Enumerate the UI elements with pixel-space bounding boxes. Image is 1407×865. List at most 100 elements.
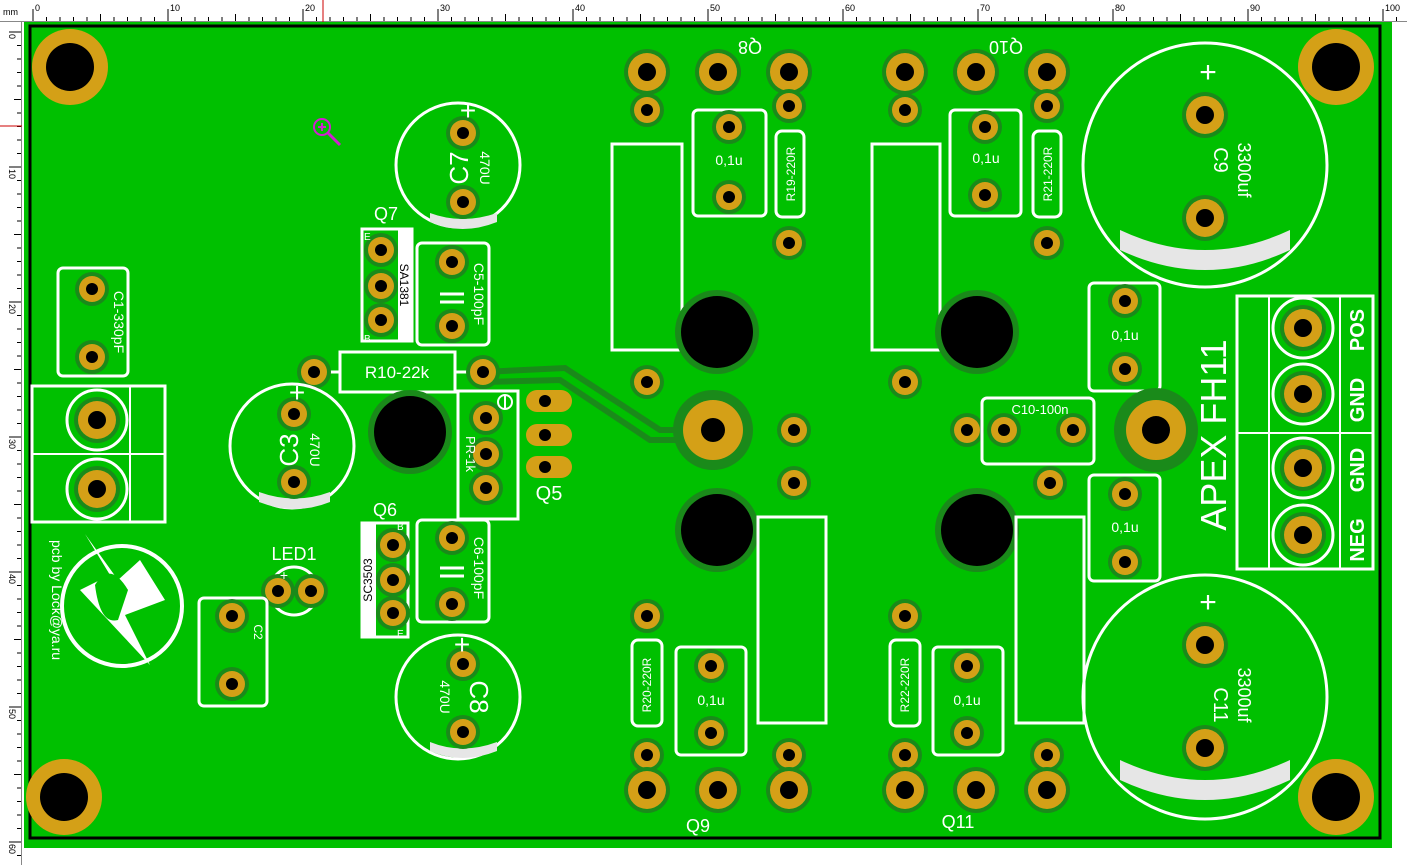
transistor-q6: Q6 B E SC3503: [360, 500, 410, 640]
terminal-gnd: GND: [1347, 378, 1369, 422]
cap-value: 0,1u: [953, 692, 980, 708]
cap-value: 0,1u: [697, 692, 724, 708]
ruler-label: 40: [7, 574, 17, 584]
mounting-hole: [26, 759, 102, 835]
cap-value: 0,1u: [972, 150, 999, 166]
cap-value: 0,1u: [1111, 519, 1138, 535]
ruler-label: 50: [710, 3, 720, 13]
pin-e-label: E: [364, 232, 371, 243]
c11-label: C11: [1209, 687, 1231, 722]
cap-value: 0,1u: [715, 152, 742, 168]
plus-mark: +: [1199, 586, 1217, 619]
q6-part: SC3503: [361, 558, 375, 602]
mounting-hole: [1298, 29, 1374, 105]
r22-label: R22-220R: [898, 657, 912, 712]
ruler-label: 50: [7, 709, 17, 719]
transistor-q11: R22-220R 0,1u Q11: [882, 466, 1086, 832]
c5-label: C5-100pF: [471, 263, 487, 325]
zoom-cursor-icon: [313, 118, 342, 147]
ruler-label: 10: [7, 169, 17, 179]
capacitor-c1: C1-330pF: [56, 266, 130, 378]
capacitor-c11: + C11 3300uf: [1081, 573, 1329, 821]
transistor-q9: R20-220R 0,1u Q9: [624, 413, 828, 836]
capacitor-c5: C5-100pF: [415, 241, 491, 347]
capacitor-c2: C2: [197, 596, 269, 708]
r19-label: R19-220R: [784, 146, 798, 201]
q6-label: Q6: [373, 500, 397, 520]
q9-label: Q9: [686, 816, 710, 836]
c10-label: C10-100n: [1011, 402, 1068, 417]
transistor-q8: Q8 0,1u R19-220R: [610, 37, 812, 399]
ruler-label: 90: [1250, 3, 1260, 13]
capacitor-c7: + C7 470U: [394, 95, 522, 229]
transistor-q5: Q5: [526, 390, 572, 505]
q7-label: Q7: [374, 204, 398, 224]
ruler-label: 20: [305, 3, 315, 13]
capacitor-decoupling-top: 0,1u: [1087, 281, 1162, 393]
via: [675, 488, 759, 572]
q8-label: Q8: [738, 37, 762, 57]
capacitor-c8: + C8 470U: [394, 629, 522, 761]
input-terminal: [30, 384, 167, 524]
c7-value: 470U: [477, 151, 493, 184]
q10-label: Q10: [989, 37, 1023, 57]
c8-label: C8: [464, 680, 494, 713]
author-credit: pcb by Lock@ya.ru: [49, 540, 65, 660]
q5-label: Q5: [536, 483, 563, 505]
c8-value: 470U: [437, 680, 453, 713]
pin-e-label: E: [397, 629, 404, 640]
cap-value: 0,1u: [1111, 327, 1138, 343]
c1-label: C1-330pF: [111, 291, 127, 353]
board-title: APEX FH11: [1193, 339, 1234, 530]
c9-label: C9: [1209, 147, 1231, 173]
plus-mark: +: [289, 377, 305, 408]
plus-mark: +: [1199, 56, 1217, 89]
c9-value: 3300uf: [1234, 142, 1254, 198]
plus-mark: +: [454, 629, 470, 660]
star-ground-pad: [1114, 388, 1198, 472]
terminal-pos: POS: [1347, 309, 1369, 351]
ruler-label: 0: [7, 34, 17, 39]
c2-label: C2: [251, 624, 265, 640]
trimmer-pr: PR-1k: [456, 389, 520, 521]
ruler-left: 0 10 20 30 40 50 60: [0, 22, 22, 865]
plus-mark: +: [280, 567, 288, 583]
ruler-label: 40: [575, 3, 585, 13]
r20-label: R20-220R: [640, 657, 654, 712]
ruler-label: 70: [980, 3, 990, 13]
plus-mark: +: [460, 95, 476, 126]
mounting-hole: [1298, 759, 1374, 835]
terminal-neg: NEG: [1347, 518, 1369, 561]
led1-label: LED1: [271, 544, 316, 564]
via: [935, 290, 1019, 374]
ruler-label: 30: [7, 439, 17, 449]
capacitor-c9: + C9 3300uf: [1081, 41, 1329, 289]
trimmer-pad: [673, 390, 753, 470]
capacitor-c6: C6-100pF: [415, 518, 491, 624]
c11-value: 3300uf: [1234, 667, 1254, 723]
pin-b-label: B: [397, 522, 404, 533]
power-terminal: POS GND GND NEG: [1235, 294, 1375, 571]
ruler-label: 60: [7, 844, 17, 854]
ruler-label: 30: [440, 3, 450, 13]
pin-b-label: B: [364, 334, 371, 345]
led1: LED1 +: [261, 544, 328, 617]
q7-part: SA1381: [397, 264, 411, 307]
ruler-label: 100: [1385, 3, 1400, 13]
terminal-gnd: GND: [1347, 448, 1369, 492]
resistor-r10: R10-22k: [297, 350, 500, 394]
r21-label: R21-220R: [1041, 146, 1055, 201]
c3-value: 470U: [307, 433, 323, 466]
pr-label: PR-1k: [463, 436, 478, 473]
ruler-label: 20: [7, 304, 17, 314]
author-logo: pcb by Lock@ya.ru: [49, 534, 184, 668]
capacitor-decoupling-bottom: 0,1u: [1087, 473, 1162, 583]
capacitor-c10: C10-100n: [950, 396, 1096, 466]
via: [368, 390, 452, 474]
transistor-q7: Q7 E B SA1381: [360, 204, 414, 345]
r10-label: R10-22k: [365, 363, 430, 382]
c6-label: C6-100pF: [471, 537, 487, 599]
transistor-q10: Q10 0,1u R21-220R: [870, 37, 1070, 399]
